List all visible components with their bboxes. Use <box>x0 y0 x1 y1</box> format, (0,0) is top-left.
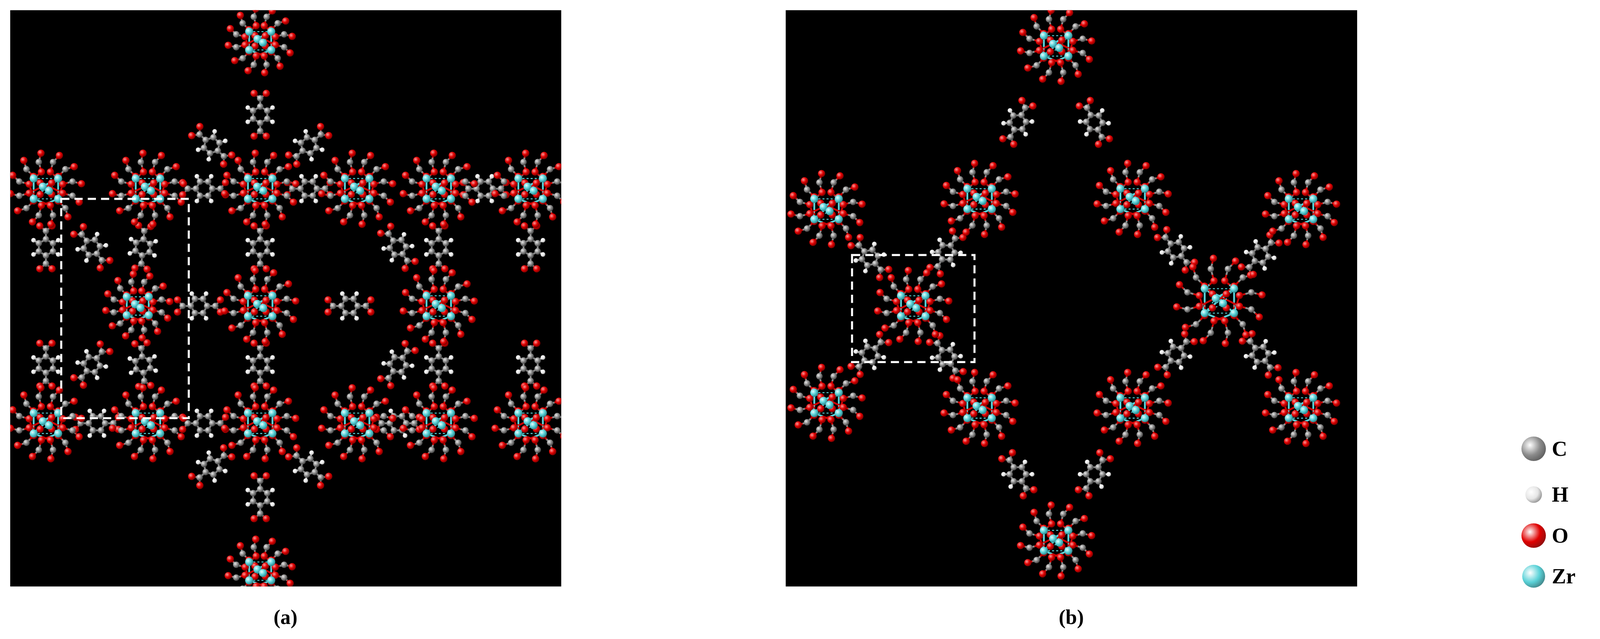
panel-background <box>785 10 1358 587</box>
structure-view-a <box>10 10 562 587</box>
panel-background <box>10 10 562 587</box>
